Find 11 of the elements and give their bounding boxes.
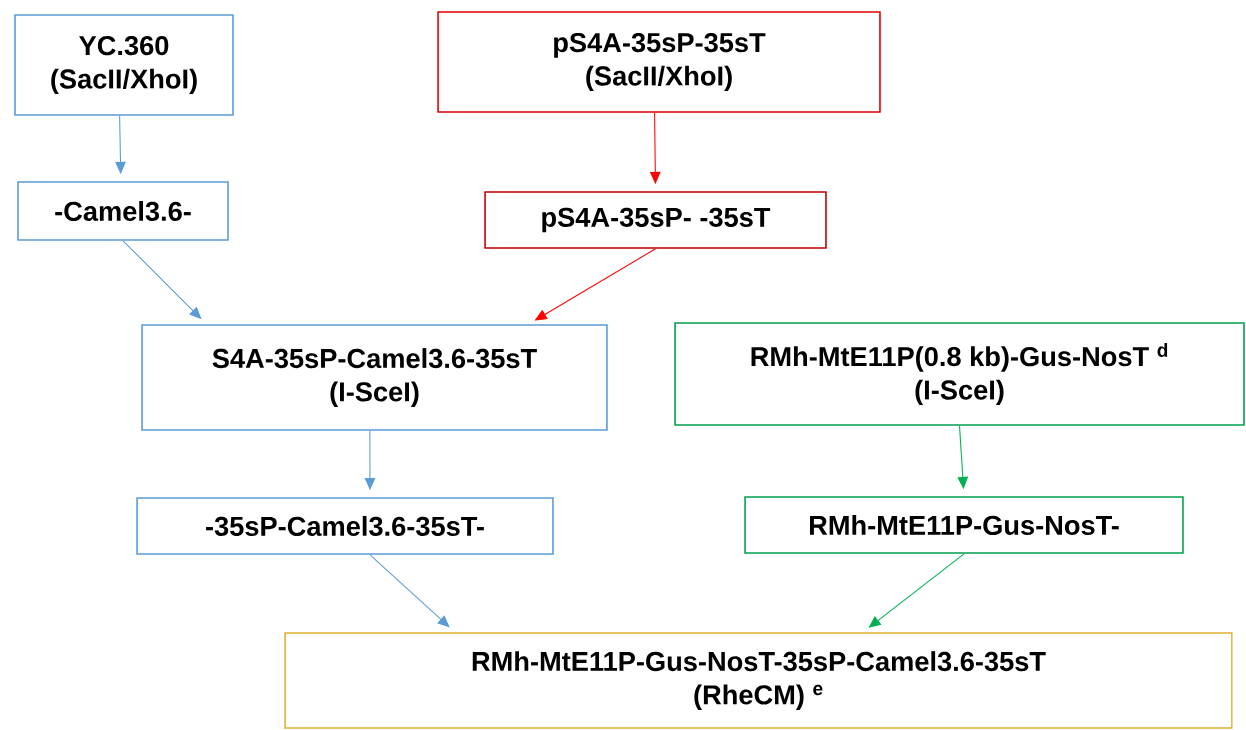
process-box: -35sP-Camel3.6-35sT- [136,497,554,555]
process-box: pS4A-35sP- -35sT [484,191,827,249]
process-box: S4A-35sP-Camel3.6-35sT (I-SceI) [141,324,608,431]
process-box: YC.360 (SacII/XhoI) [14,14,234,116]
arrow [868,553,965,628]
process-box: RMh-MtE11P-Gus-NosT- [744,496,1184,554]
process-box: RMh-MtE11P(0.8 kb)-Gus-NosT $^{d}$ (I-SceI) [674,322,1245,426]
process-box: RMh-MtE11P-Gus-NosT-35sP-Camel3.6-35sT (RheCM) $^{e}$ [284,632,1233,729]
process-box: -Camel3.6- [17,181,229,241]
arrow [369,554,450,628]
process-box: pS4A-35sP-35sT (SacII/XhoI) [437,11,881,113]
